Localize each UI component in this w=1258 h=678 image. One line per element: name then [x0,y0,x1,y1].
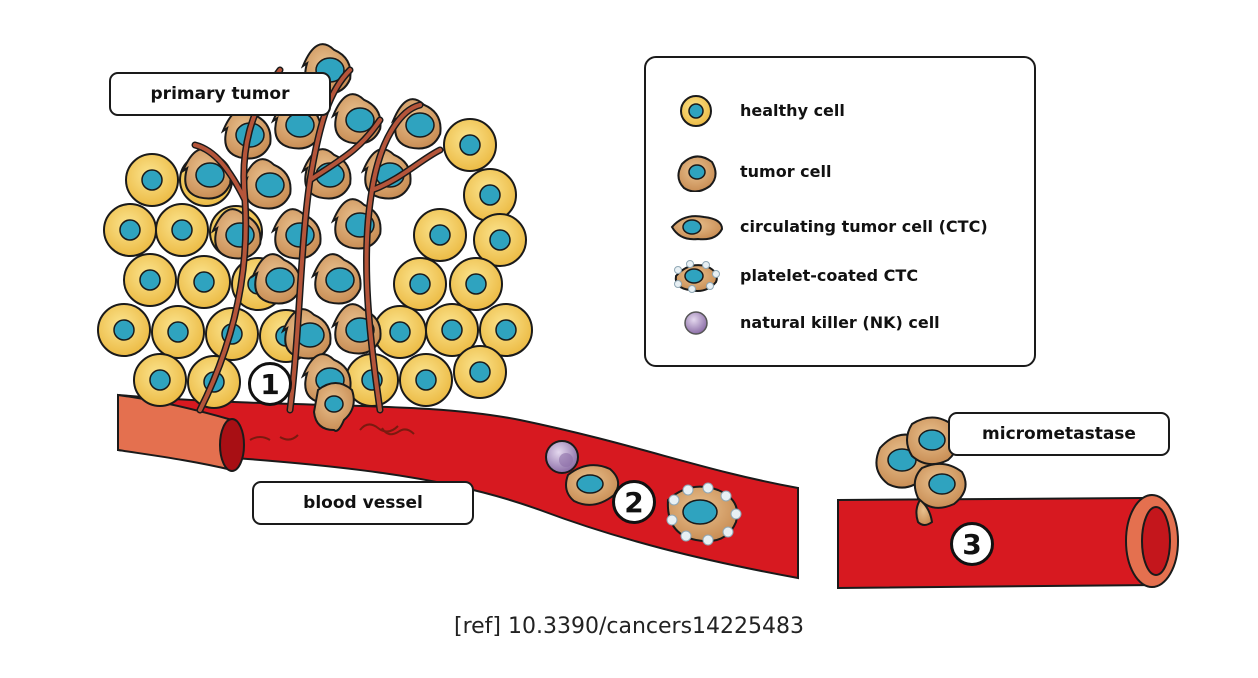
micrometastase-label: micrometastase [948,412,1170,456]
nk-cell [545,440,579,474]
legend-item-nk-cell: natural killer (NK) cell [646,303,1036,343]
tumor-cell [180,148,232,200]
healthy-cell [125,153,179,207]
healthy-cell [177,255,231,309]
tumor-cell [330,93,382,145]
primary-tumor-label: primary tumor [109,72,331,116]
tumor-cell [240,158,292,210]
step-3-marker: 3 [950,522,994,566]
healthy-cell [413,208,467,262]
tumor-cell [330,198,382,250]
healthy-cell [473,213,527,267]
healthy-cell [151,305,205,359]
healthy-cell [155,203,209,257]
micrometastasis-cluster [875,416,967,526]
platelet-coated-ctc [666,482,742,546]
blood-vessel-label: blood vessel [252,481,474,525]
ctc-icon [670,215,724,241]
healthy-cell [103,203,157,257]
healthy-cell [453,345,507,399]
tumor-capillaries-fill [193,68,442,412]
healthy-cell [393,257,447,311]
legend-label: healthy cell [740,101,845,120]
tumor-cell-icon [677,155,717,192]
healthy-cell [463,168,517,222]
blood-vessel-downstream [837,494,1179,590]
healthy-cell [97,303,151,357]
healthy-cell [449,257,503,311]
reference-caption: [ref] 10.3390/cancers14225483 [453,614,805,639]
step-1-marker: 1 [248,362,292,406]
intravasating-tumor-cell [312,382,355,432]
legend-label: circulating tumor cell (CTC) [740,217,988,236]
tumor-cell [280,308,332,360]
legend-item-platelet-ctc: platelet-coated CTC [646,256,1036,296]
legend-label: tumor cell [740,162,832,181]
healthy-cell [425,303,479,357]
nk-cell-icon [684,311,708,335]
legend-item-ctc: circulating tumor cell (CTC) [646,207,1036,247]
legend-label: natural killer (NK) cell [740,313,940,332]
step-2-marker: 2 [612,480,656,524]
blood-vessel-upstream [117,393,799,580]
tumor-cell [250,253,302,305]
legend: healthy cell tumor cell circulating tumo… [644,56,1036,367]
legend-label: platelet-coated CTC [740,266,919,285]
tumor-cell [310,253,362,305]
legend-item-tumor-cell: tumor cell [646,152,1036,192]
tumor-cell [270,208,322,260]
platelet-ctc-icon [674,260,720,293]
healthy-cell [399,353,453,407]
legend-item-healthy-cell: healthy cell [646,91,1036,131]
healthy-cell [133,353,187,407]
circulating-tumor-cell [565,464,620,506]
healthy-cell [373,305,427,359]
healthy-cell [443,118,497,172]
healthy-cell [123,253,177,307]
healthy-cell-icon [680,95,712,127]
healthy-cell [479,303,533,357]
